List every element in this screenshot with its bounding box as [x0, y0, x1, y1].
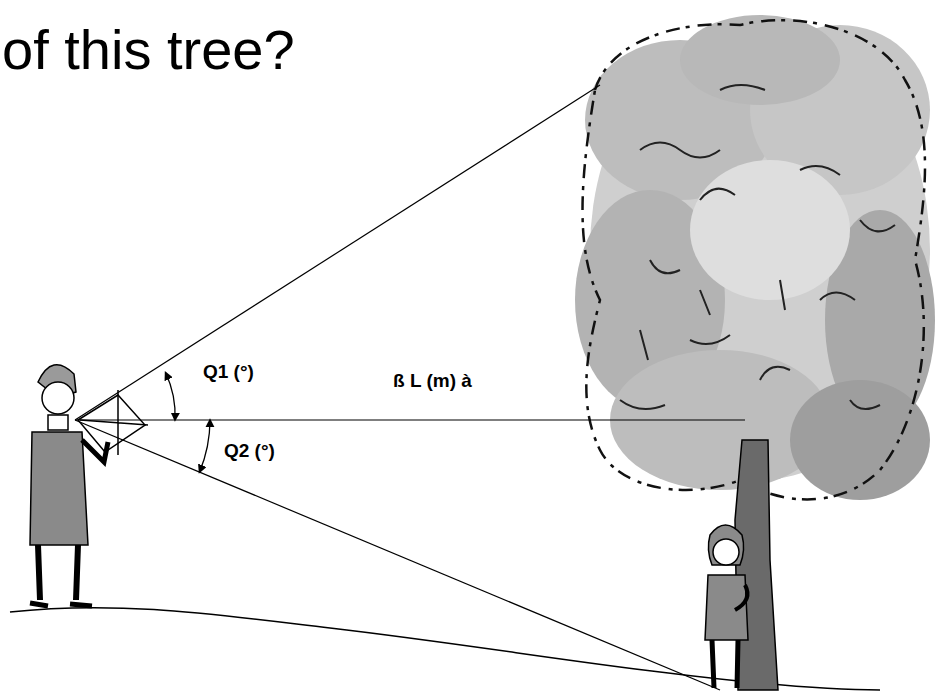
- angle-label: Q2 (°): [224, 441, 275, 462]
- sight-line-base: [75, 420, 720, 690]
- girl-figure: [705, 525, 748, 688]
- sight-line-top: [75, 85, 600, 420]
- page-title: of this tree?: [2, 22, 295, 78]
- angle-arc-q2: [200, 420, 211, 472]
- boy-figure: [30, 365, 108, 606]
- distance-label: ß L (m) à: [393, 371, 472, 392]
- tree-trunk: [735, 440, 778, 690]
- angle-label: Q1 (°): [203, 362, 254, 383]
- angle-arc-q1: [166, 373, 176, 420]
- clinometer: [78, 390, 148, 455]
- tree-canopy: [575, 15, 935, 500]
